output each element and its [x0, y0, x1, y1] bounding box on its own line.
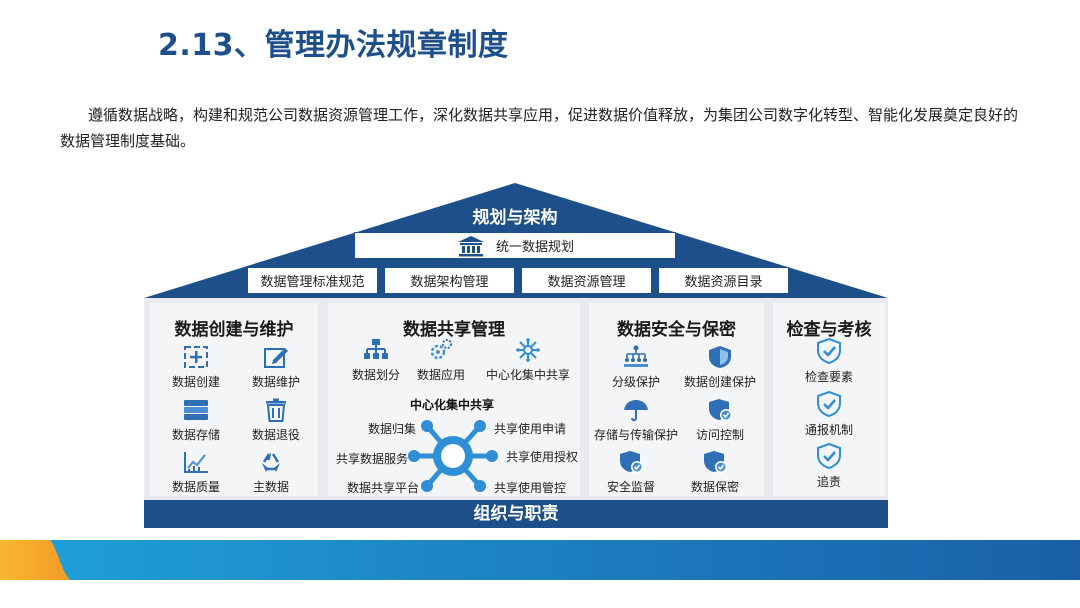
- bank-icon: [457, 235, 484, 256]
- item-label: 通报机制: [804, 423, 853, 437]
- gears-icon: [430, 339, 452, 360]
- item-label: 追责: [816, 475, 841, 489]
- item-label: 数据维护: [251, 375, 300, 389]
- network-hub-icon: [516, 338, 540, 362]
- page-title: 2.13、管理办法规章制度: [158, 28, 509, 63]
- item-data-create: 数据创建: [148, 345, 244, 390]
- column-create-title: 数据创建与维护: [174, 320, 294, 340]
- item-label: 数据保密: [690, 480, 739, 494]
- item-label: 分级保护: [611, 375, 660, 389]
- shield-check-icon: [709, 399, 732, 421]
- hub-title: 中心化集中共享: [409, 398, 494, 412]
- unified-planning-label: 统一数据规划: [495, 240, 574, 255]
- shield-outline-check-icon: [817, 443, 841, 469]
- item-label: 检查要素: [804, 370, 853, 384]
- item-check-elements: 检查要素: [781, 338, 877, 385]
- hub-right-authorize: 共享使用授权: [506, 450, 579, 464]
- intro-paragraph: 遵循数据战略，构建和规范公司数据资源管理工作，深化数据共享应用，促进数据价值释放…: [60, 106, 1019, 150]
- column-share-title: 数据共享管理: [403, 320, 505, 340]
- shield-check-icon: [620, 451, 643, 473]
- hub-left-collect: 数据归集: [368, 422, 417, 436]
- line-chart-icon: [184, 452, 208, 473]
- item-label: 数据应用: [416, 368, 465, 382]
- item-label: 数据划分: [351, 368, 400, 382]
- column-create: [150, 303, 318, 496]
- roof-item-architecture: 数据架构管理: [384, 267, 515, 294]
- trash-icon: [266, 398, 286, 422]
- item-label: 数据创建保护: [683, 375, 756, 389]
- column-audit: [773, 303, 885, 496]
- item-label: 数据创建: [171, 375, 220, 389]
- item-storage-transfer-protection: 存储与传输保护: [588, 398, 684, 443]
- item-label: 数据存储: [171, 428, 220, 442]
- hub-right-apply: 共享使用申请: [494, 422, 567, 436]
- item-label: 中心化集中共享: [485, 368, 570, 382]
- item-data-storage: 数据存储: [148, 398, 244, 443]
- add-box-icon: [184, 346, 208, 368]
- shield-check-icon: [704, 451, 727, 473]
- roof-item-standards: 数据管理标准规范: [247, 267, 378, 294]
- item-label: 主数据: [252, 480, 289, 494]
- roof-item-resource: 数据资源管理: [521, 267, 652, 294]
- umbrella-icon: [624, 400, 648, 422]
- hierarchy-icon: [364, 339, 388, 359]
- item-security-supervision: 安全监督: [583, 450, 679, 495]
- item-data-quality: 数据质量: [148, 450, 244, 495]
- item-access-control: 访问控制: [672, 398, 768, 443]
- column-audit-title: 检查与考核: [786, 320, 872, 340]
- shield-icon: [709, 346, 731, 368]
- hub-right-control: 共享使用管控: [494, 481, 567, 495]
- shield-outline-check-icon: [817, 391, 841, 417]
- item-data-partition: 数据划分: [328, 338, 424, 383]
- item-data-application: 数据应用: [393, 338, 489, 383]
- column-security: [589, 303, 764, 496]
- storage-icon: [184, 400, 208, 420]
- item-label: 存储与传输保护: [593, 428, 678, 442]
- tree-structure-icon: [624, 345, 648, 367]
- item-data-confidentiality: 数据保密: [667, 450, 763, 495]
- foundation-bar: 组织与职责: [144, 500, 888, 528]
- edit-icon: [264, 348, 288, 368]
- item-creation-protection: 数据创建保护: [672, 345, 768, 390]
- column-security-title: 数据安全与保密: [617, 320, 736, 340]
- item-label: 安全监督: [606, 480, 655, 494]
- item-label: 访问控制: [695, 428, 744, 442]
- hub-left-platform: 数据共享平台: [347, 481, 420, 495]
- item-accountability: 追责: [781, 443, 877, 490]
- bottom-decor-band: [0, 540, 1080, 580]
- item-data-maintain: 数据维护: [228, 345, 324, 390]
- item-master-data: 主数据: [223, 450, 319, 495]
- hub-left-service: 共享数据服务: [336, 452, 409, 466]
- item-central-share: 中心化集中共享: [480, 338, 576, 383]
- item-label: 数据退役: [251, 428, 300, 442]
- item-label: 数据质量: [171, 480, 220, 494]
- unified-planning-box: 统一数据规划: [354, 232, 676, 259]
- roof-title: 规划与架构: [472, 208, 558, 228]
- shield-outline-check-icon: [817, 338, 841, 364]
- item-graded-protection: 分级保护: [588, 345, 684, 390]
- item-report-mechanism: 通报机制: [781, 391, 877, 438]
- item-data-retire: 数据退役: [228, 398, 324, 443]
- roof-item-catalog: 数据资源目录: [658, 267, 789, 294]
- recycle-icon: [262, 452, 280, 472]
